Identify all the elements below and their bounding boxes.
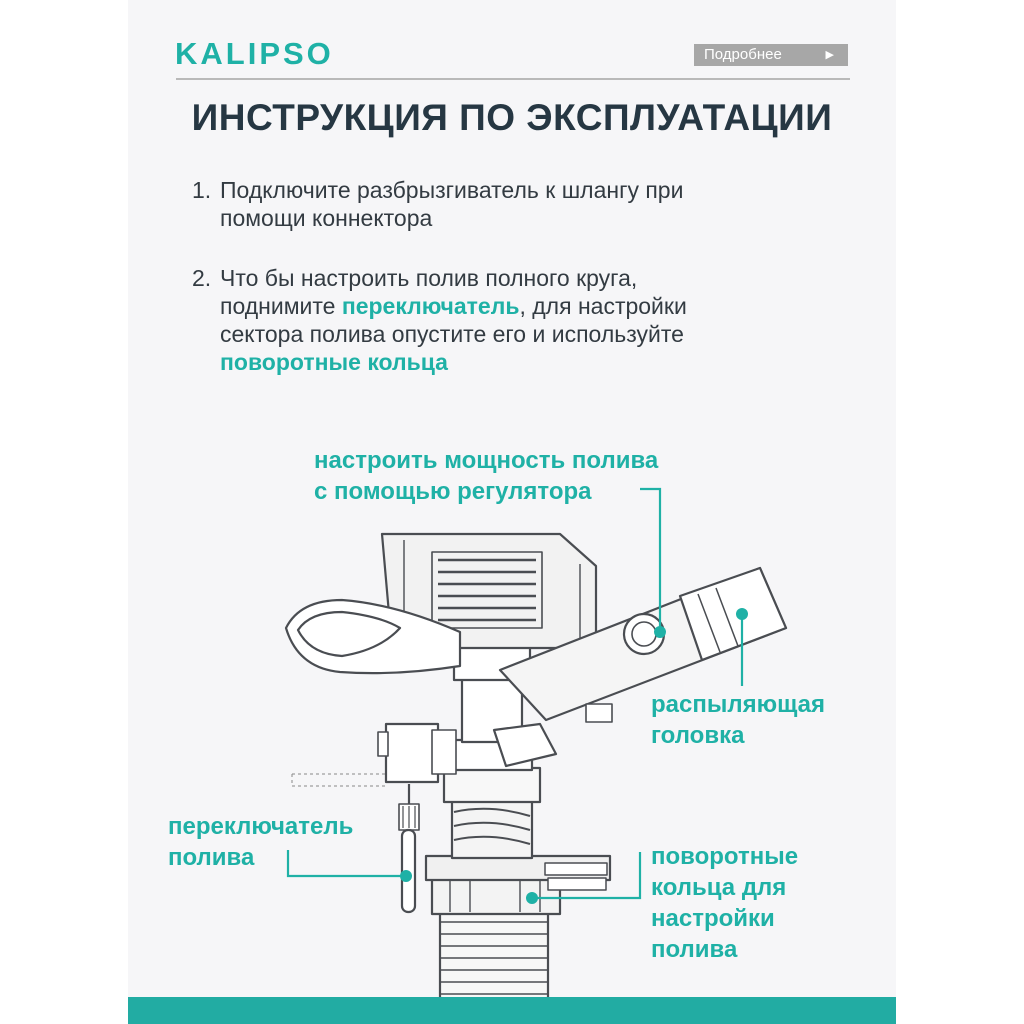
- step-number: 2.: [192, 265, 212, 291]
- callout-switch: переключатель полива: [168, 811, 353, 873]
- page-title: ИНСТРУКЦИЯ ПО ЭКСПЛУАТАЦИИ: [191, 97, 833, 138]
- step-text-fragment: , для настройки: [519, 293, 687, 319]
- callout-line: переключатель: [168, 813, 354, 840]
- step-text-fragment: поднимите: [220, 293, 342, 319]
- callout-line: полива: [651, 936, 738, 963]
- callout-power: настроить мощность полива с помощью регу…: [314, 445, 658, 507]
- callout-rings: поворотные кольца для настройки полива: [651, 841, 798, 965]
- callout-line: настроить мощность полива: [314, 447, 659, 474]
- callout-line: полива: [168, 844, 255, 871]
- play-arrow-icon: ▶: [825, 49, 834, 61]
- callout-head: распыляющая головка: [651, 689, 825, 751]
- callout-line: с помощью регулятора: [314, 478, 592, 505]
- rotating-rings: [424, 854, 612, 916]
- callout-line: кольца для: [651, 874, 787, 901]
- callout-leaders: [286, 487, 744, 900]
- step-2: 2. Что бы настроить полив полного круга,…: [192, 264, 832, 376]
- step-number: 1.: [192, 177, 212, 203]
- spray-arm: [492, 566, 788, 768]
- footer-bar: [128, 997, 896, 1024]
- callout-dots: [400, 608, 748, 904]
- switch-highlight: переключатель: [341, 293, 520, 319]
- step-text-line: поднимите переключатель, для настройки: [220, 292, 820, 320]
- internal-spring: [431, 551, 543, 629]
- rings-highlight: поворотные кольца: [220, 349, 448, 375]
- stop-rod: [291, 773, 386, 787]
- more-button[interactable]: Подробнее ▶: [694, 44, 848, 66]
- callout-line: поворотные: [651, 843, 799, 870]
- threaded-base: [438, 910, 550, 1004]
- callout-line: распыляющая: [651, 691, 825, 718]
- step-text-line: сектора полива опустите его и используйт…: [220, 321, 684, 347]
- step-text-line: помощи коннектора: [220, 205, 433, 231]
- more-button-label: Подробнее: [704, 46, 782, 63]
- callout-line: настройки: [651, 905, 775, 932]
- header-divider: [176, 78, 850, 80]
- callout-line: головка: [651, 722, 745, 749]
- step-text-line: Что бы настроить полив полного круга,: [220, 265, 638, 291]
- step-1: 1. Подключите разбрызгиватель к шлангу п…: [192, 176, 832, 236]
- step-text-line: Подключите разбрызгиватель к шлангу при: [220, 177, 684, 203]
- counterweight-paddle: [284, 598, 462, 675]
- brand-logo: KALIPSO: [175, 36, 334, 71]
